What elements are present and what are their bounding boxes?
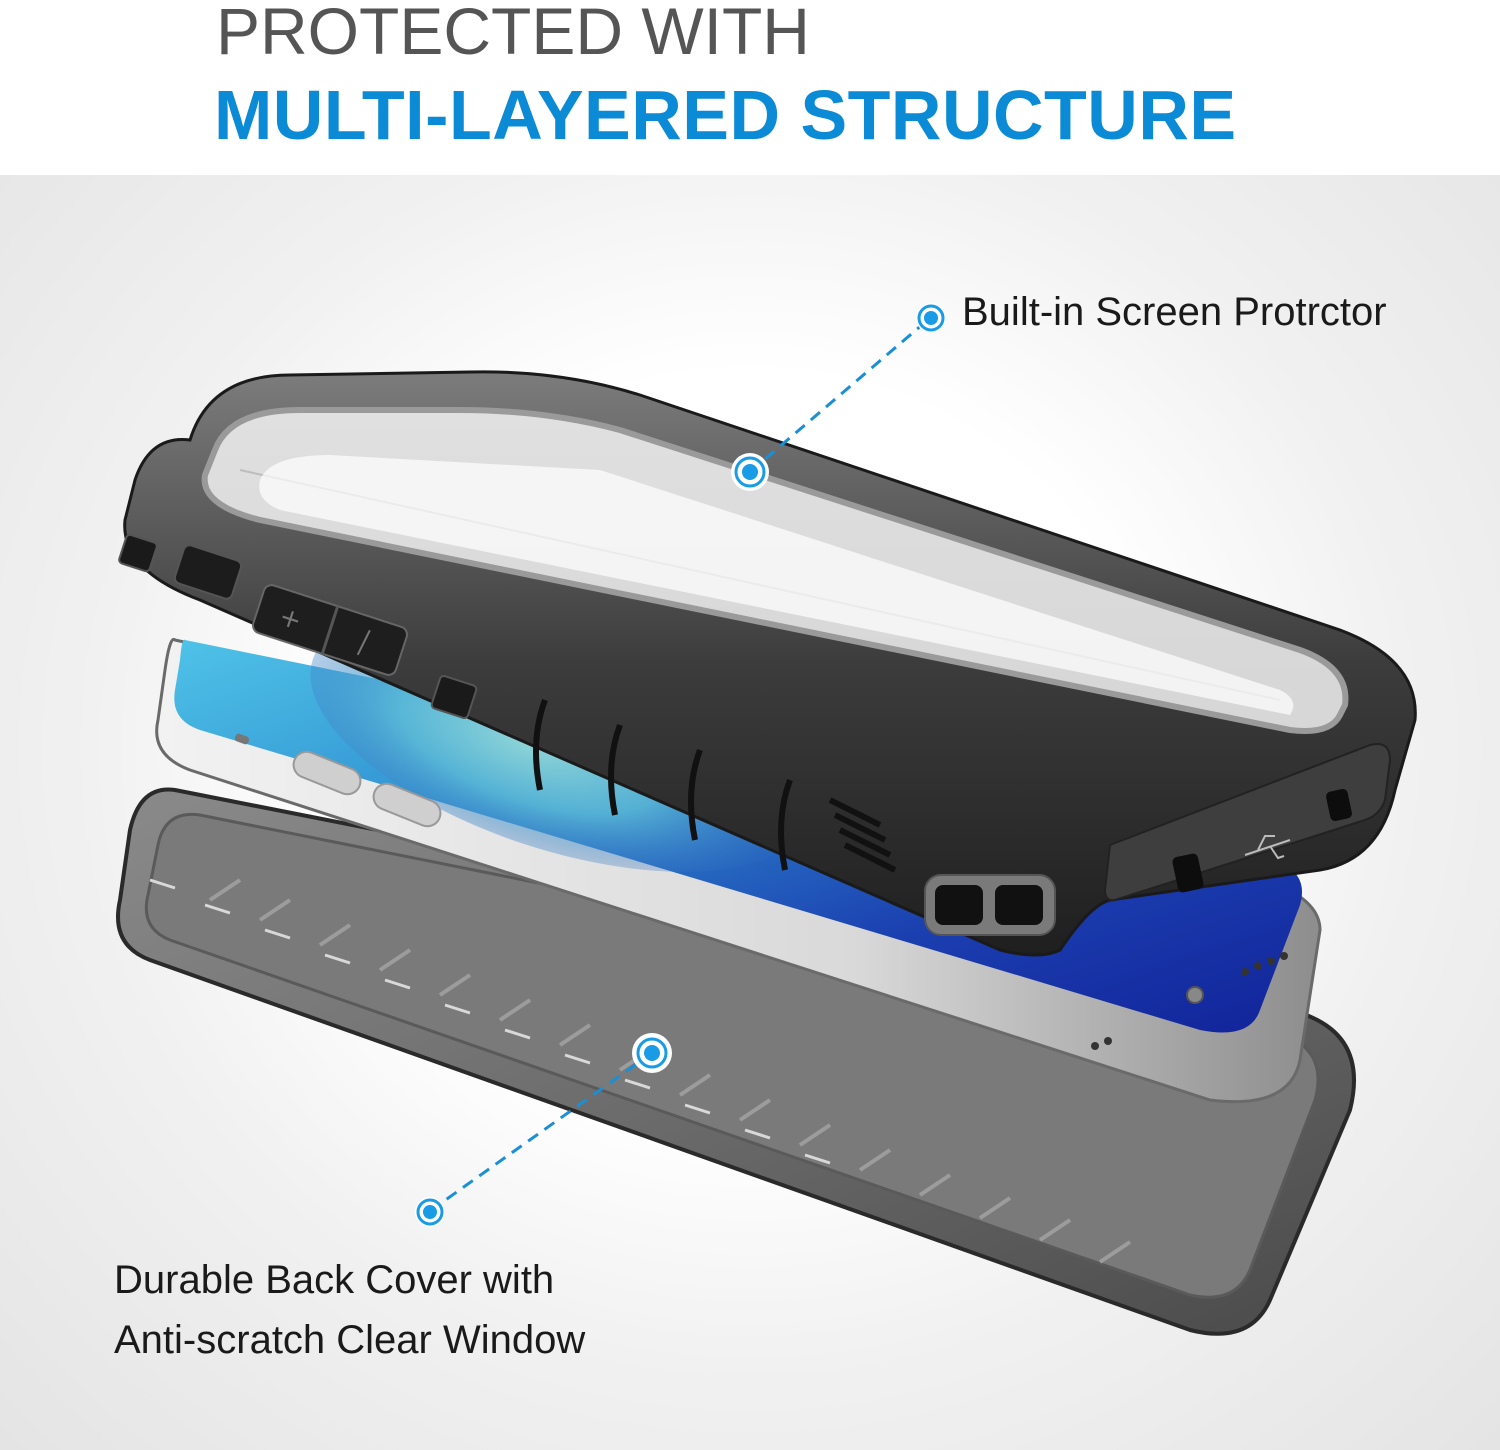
- callout-screen-protector-label: Built-in Screen Protrctor: [962, 290, 1387, 334]
- callout-back-cover-line-2: Anti-scratch Clear Window: [114, 1318, 586, 1362]
- charging-port-flap: [1103, 743, 1392, 902]
- header: PROTECTED WITH MULTI-LAYERED STRUCTURE: [0, 0, 1500, 175]
- volume-down-button: [372, 782, 442, 828]
- title-line-2: MULTI-LAYERED STRUCTURE: [214, 76, 1237, 154]
- frame-clip: [430, 675, 478, 719]
- callout-dot-icon: [734, 456, 766, 488]
- callout-screen-protector-connector: [731, 303, 946, 491]
- minus-icon: [356, 629, 371, 656]
- frame-grip-ridges: [533, 698, 897, 873]
- title-line-1: PROTECTED WITH: [216, 0, 810, 68]
- back-cover-highlights: [149, 878, 831, 1165]
- frame-volume-button: +: [252, 584, 408, 676]
- callout-back-cover-label: Durable Back Cover with Anti-scratch Cle…: [114, 1250, 585, 1370]
- lightning-port: [1186, 986, 1204, 1004]
- frame-clip-left: [118, 533, 158, 573]
- callout-dot-icon: [416, 1198, 444, 1226]
- callout-back-cover-connector: [415, 1033, 672, 1227]
- frame-speaker-cutouts: [924, 874, 1056, 936]
- callout-dot-icon: [917, 304, 945, 332]
- usb-icon: [1244, 835, 1291, 860]
- back-cover-ridges: [208, 878, 1132, 1264]
- callout-dot-icon: [636, 1037, 668, 1069]
- phone-speaker-holes: [1091, 952, 1288, 1050]
- silent-switch: [234, 733, 250, 745]
- front-frame: +: [118, 370, 1417, 957]
- frame-power-button: [173, 544, 243, 600]
- callout-back-cover-line-1: Durable Back Cover with: [114, 1258, 555, 1302]
- volume-up-button: [292, 750, 362, 796]
- back-cover: [116, 787, 1356, 1336]
